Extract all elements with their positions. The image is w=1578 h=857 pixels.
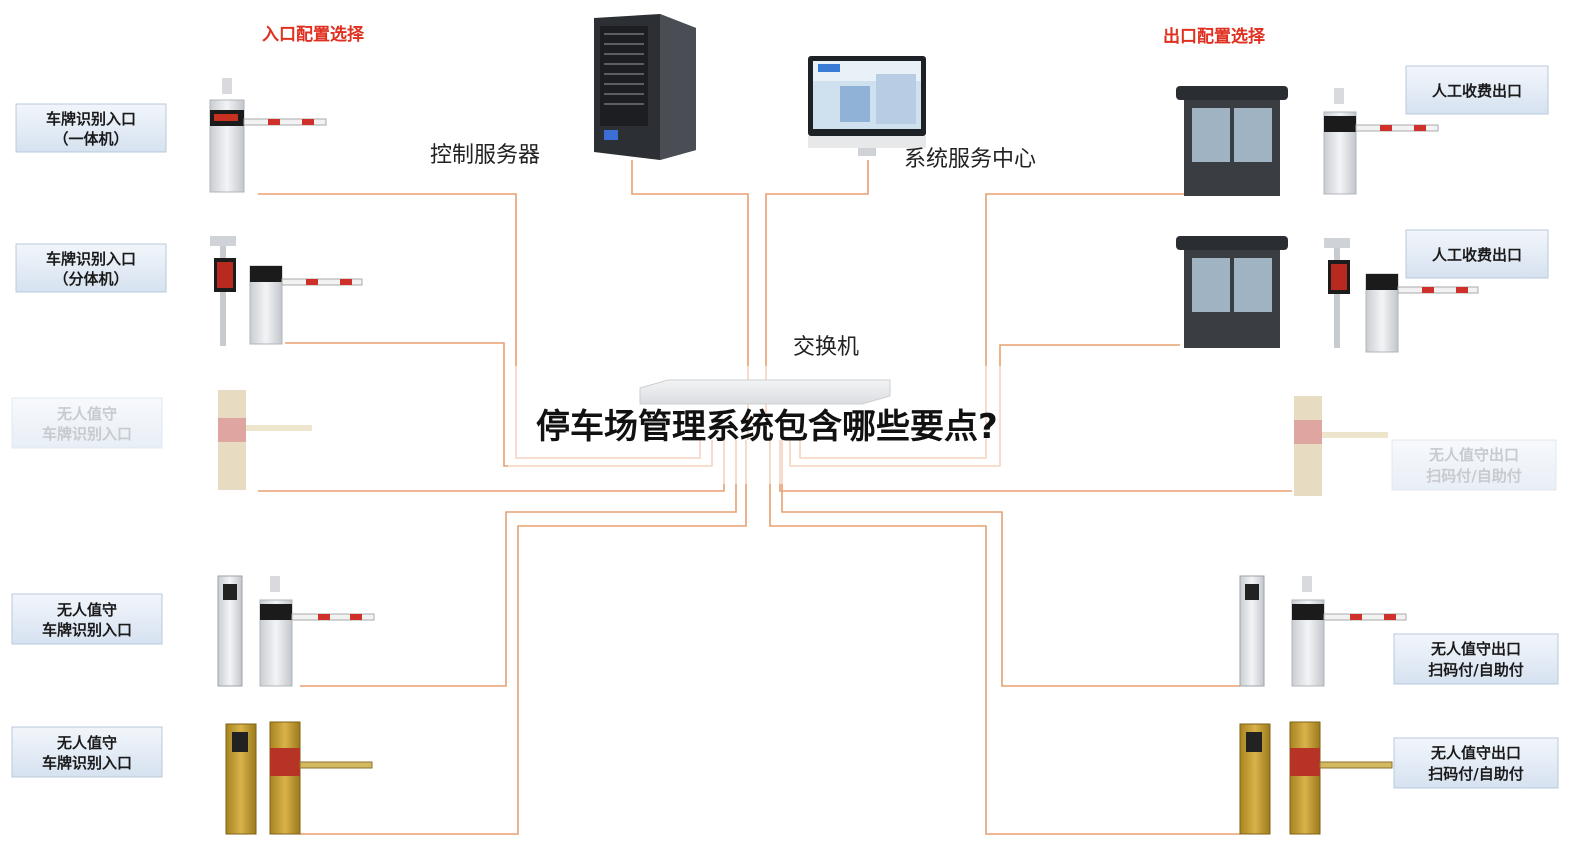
- exit-label-box: 人工收费出口: [1405, 229, 1549, 279]
- title-overlay-backdrop: [508, 366, 1080, 484]
- exit-label-line1: 无人值守出口: [1428, 446, 1519, 464]
- entry-label-box: 车牌识别入口 （分体机）: [15, 243, 167, 293]
- entry-label-line2: 车牌识别入口: [42, 754, 132, 772]
- entry-label-line2: 车牌识别入口: [42, 425, 132, 443]
- exit-split-icon: [1324, 238, 1479, 353]
- entry-label-box: 无人值守 车牌识别入口: [11, 726, 163, 778]
- exit-label-line1: 人工收费出口: [1432, 82, 1522, 100]
- overlay-title: 停车场管理系统包含哪些要点?: [536, 407, 998, 447]
- toll-booth-icon: [1176, 86, 1288, 196]
- entry-label-line2: （分体机）: [53, 270, 128, 288]
- monitor-icon: [808, 56, 926, 156]
- toll-booth-icon: [1176, 236, 1288, 348]
- lpr-gate-split-icon: [210, 236, 363, 346]
- exit-barrier-icon: [1323, 88, 1439, 195]
- exit-label-line1: 无人值守出口: [1430, 744, 1521, 762]
- switch-label: 交换机: [793, 335, 859, 360]
- system-service-center-label: 系统服务中心: [904, 147, 1036, 172]
- exit-label-line2: 扫码付/自助付: [1428, 661, 1523, 679]
- entry-label-line1: 无人值守: [56, 734, 117, 752]
- exit-label-line2: 扫码付/自助付: [1428, 765, 1523, 783]
- exit-unattended-gold-icon: [1239, 721, 1393, 835]
- exit-config-header: 出口配置选择: [1163, 26, 1266, 47]
- control-server-label: 控制服务器: [430, 143, 540, 168]
- entry-label-box-faded: 无人值守 车牌识别入口: [11, 397, 163, 449]
- exit-unattended-kiosk-icon: [1239, 575, 1407, 687]
- entry-config-header: 入口配置选择: [262, 24, 365, 45]
- exit-label-line1: 人工收费出口: [1432, 246, 1522, 264]
- entry-label-box: 车牌识别入口 （一体机）: [15, 103, 167, 153]
- entry-label-line1: 车牌识别入口: [46, 250, 136, 268]
- unattended-gate-gold-icon: [225, 721, 373, 835]
- entry-label-box: 无人值守 车牌识别入口: [11, 593, 163, 645]
- unattended-gate-faded-icon: [218, 390, 312, 490]
- entry-label-line2: 车牌识别入口: [42, 621, 132, 639]
- exit-unattended-faded-icon: [1294, 396, 1388, 496]
- exit-label-line2: 扫码付/自助付: [1426, 467, 1521, 485]
- server-tower-icon: [594, 14, 696, 160]
- exit-label-box: 无人值守出口 扫码付/自助付: [1393, 737, 1559, 789]
- entry-label-line1: 无人值守: [56, 601, 117, 619]
- wires: [258, 160, 1292, 835]
- exit-label-line1: 无人值守出口: [1430, 640, 1521, 658]
- exit-label-box-faded: 无人值守出口 扫码付/自助付: [1391, 439, 1557, 491]
- lpr-gate-all-in-one-icon: [209, 78, 327, 193]
- exit-label-box: 无人值守出口 扫码付/自助付: [1393, 633, 1559, 685]
- unattended-gate-kiosk-icon: [217, 575, 375, 687]
- entry-label-line2: （一体机）: [53, 130, 128, 148]
- entry-label-line1: 无人值守: [56, 405, 117, 423]
- exit-label-box: 人工收费出口: [1405, 65, 1549, 115]
- entry-label-line1: 车牌识别入口: [46, 110, 136, 128]
